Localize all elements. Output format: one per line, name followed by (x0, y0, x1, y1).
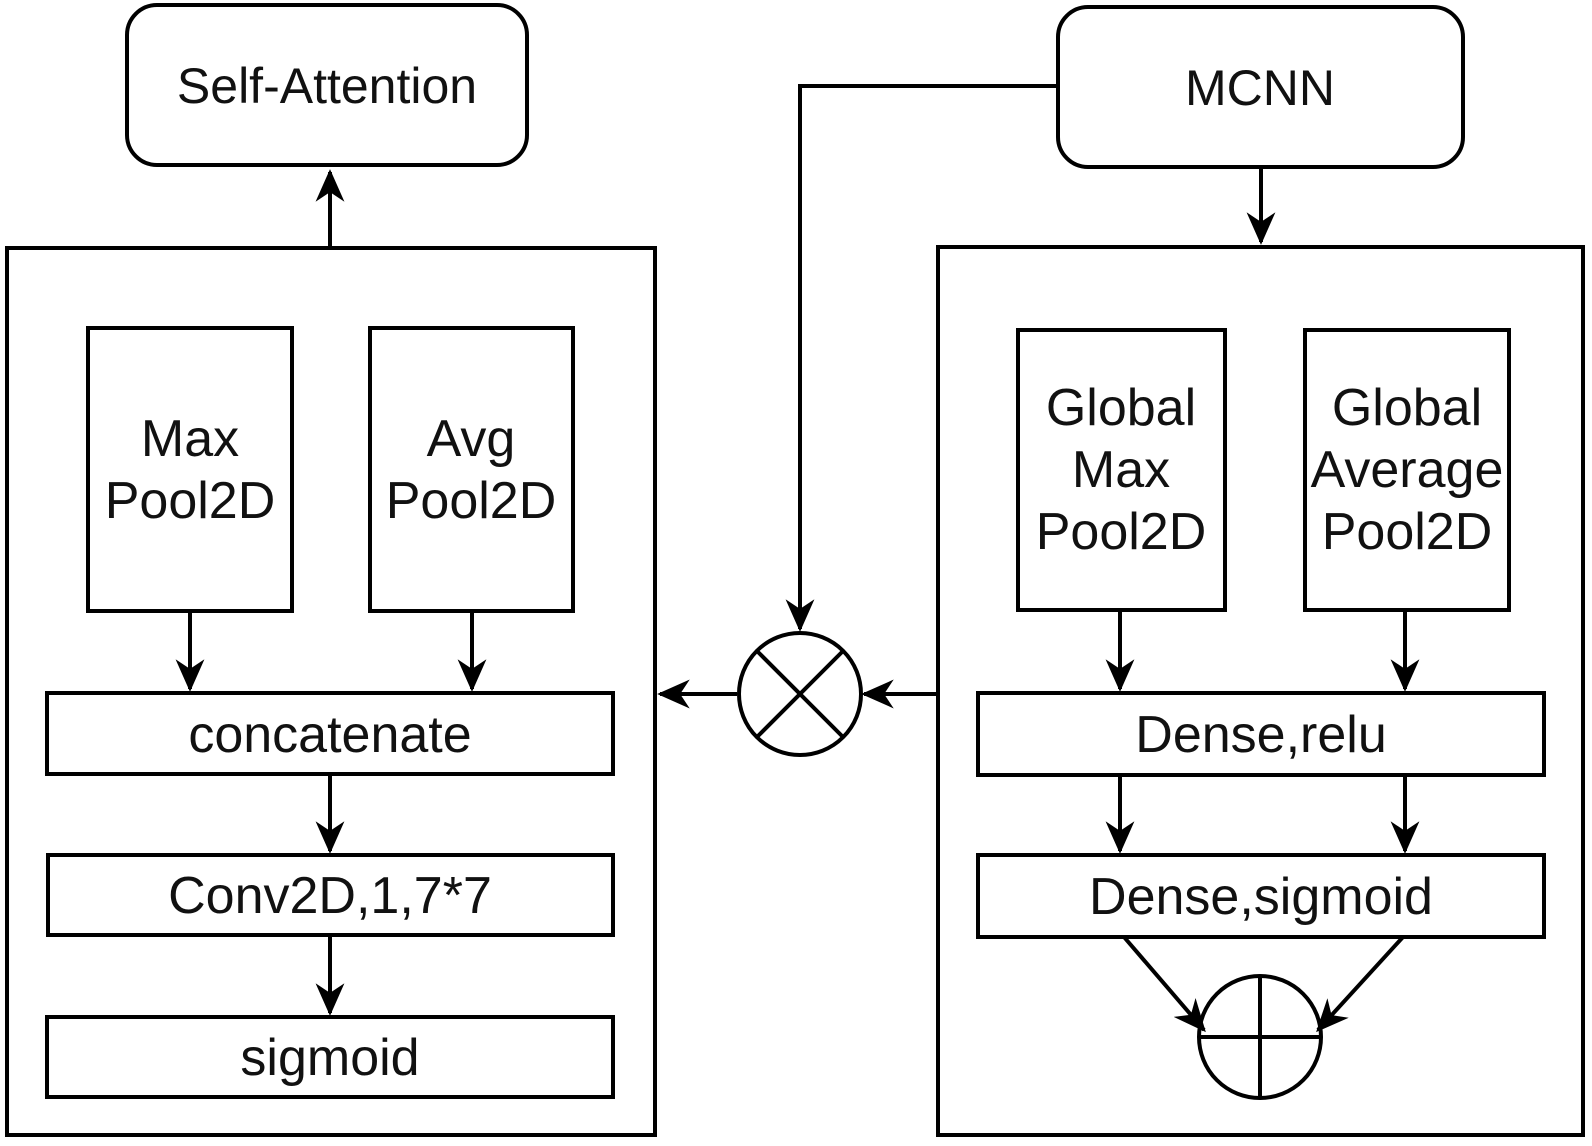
concatenate-node (45, 691, 615, 776)
global-average-pool2d-label-line1: Global (1332, 379, 1482, 437)
concatenate-label: concatenate (188, 706, 471, 764)
sigmoid-label: sigmoid (240, 1029, 419, 1087)
max-pool2d-label-line2: Pool2D (105, 472, 276, 530)
global-average-pool2d-node (1303, 328, 1511, 612)
avg-pool2d-label-line2: Pool2D (386, 472, 557, 530)
mcnn-label: MCNN (1185, 60, 1335, 116)
multiply-x-stroke-2 (755, 649, 845, 739)
arrow-dense-sigmoid-to-add-left (1122, 935, 1206, 1033)
dense-sigmoid-node (976, 853, 1546, 939)
max-pool2d-node (86, 326, 294, 613)
global-max-pool2d-label-line1: Global (1046, 379, 1196, 437)
arrow-mcnn-to-multiply (785, 84, 1058, 632)
self-attention-node (125, 3, 529, 167)
dense-relu-label: Dense,relu (1135, 706, 1386, 764)
global-average-pool2d-label-line3: Pool2D (1322, 503, 1493, 561)
arrow-dense-sigmoid-to-add-right (1316, 935, 1405, 1033)
dense-sigmoid-label: Dense,sigmoid (1089, 868, 1433, 926)
avg-pool2d-label-line1: Avg (427, 410, 516, 468)
global-max-pool2d-node (1016, 328, 1227, 612)
conv2d-label: Conv2D,1,7*7 (168, 867, 492, 925)
global-max-pool2d-label-line3: Pool2D (1036, 503, 1207, 561)
circle-plus-icon (1197, 974, 1323, 1100)
circle-multiply-icon (737, 631, 863, 757)
self-attention-label: Self-Attention (177, 58, 477, 114)
max-pool2d-label-line1: Max (141, 410, 239, 468)
global-max-pool2d-label-line2: Max (1072, 441, 1170, 499)
avg-pool2d-node (368, 326, 575, 613)
dense-relu-node (976, 691, 1546, 777)
global-average-pool2d-label-line2: Average (1311, 441, 1504, 499)
sigmoid-node (45, 1015, 615, 1099)
